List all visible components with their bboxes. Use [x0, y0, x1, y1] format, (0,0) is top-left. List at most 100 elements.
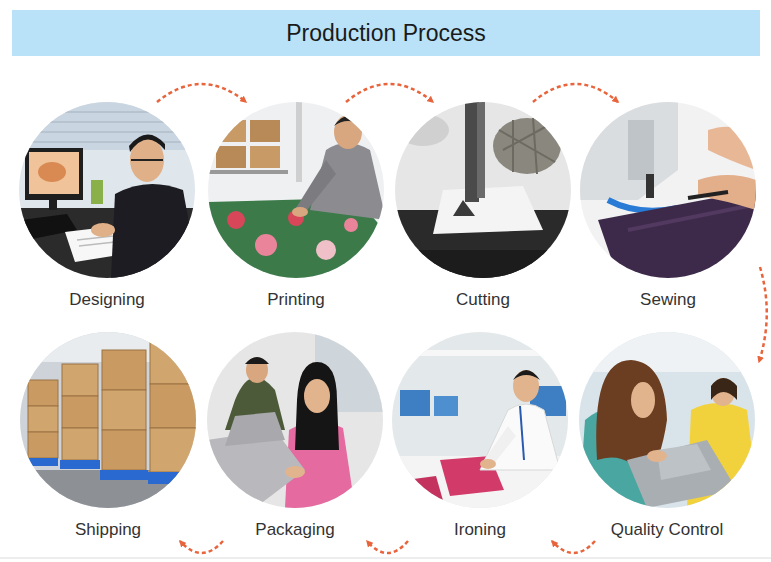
shipping-photo-part: [150, 428, 200, 472]
printing-photo-part: [296, 102, 302, 182]
sewing-photo-part: [628, 120, 654, 180]
ironing-photo-part: [513, 370, 539, 402]
designing-photo-part: [91, 180, 103, 204]
designing-photo-part: [49, 200, 57, 210]
designing-photo-part: [29, 152, 79, 194]
printing-photo: [208, 102, 386, 278]
ironing-photo-part: [480, 404, 560, 470]
quality-control-photo-part: [647, 450, 667, 462]
shipping-photo: [20, 332, 200, 508]
process-step: Quality Control: [575, 332, 759, 541]
printing-photo-part: [334, 115, 362, 149]
shipping-photo-part: [148, 472, 200, 484]
cutting-photo-part: [397, 114, 449, 146]
ironing-photo-part: [440, 456, 504, 496]
printing-photo-part: [296, 160, 336, 214]
ironing-photo-part: [480, 459, 496, 469]
designing-photo-part: [111, 184, 199, 278]
packaging-photo-part: [285, 466, 305, 478]
cutting-photo-part: [433, 186, 543, 234]
designing-photo-part: [131, 159, 163, 161]
flow-arrow: [346, 84, 433, 102]
packaging-photo-part: [245, 357, 269, 364]
quality-control-photo-part: [627, 440, 737, 508]
designing-photo-part: [91, 223, 115, 237]
packaging-photo: [207, 332, 383, 508]
cutting-photo-part: [395, 102, 571, 278]
bottom-rule: [0, 558, 771, 559]
printing-photo-part: [216, 146, 246, 168]
sewing-photo-part: [580, 102, 756, 278]
flow-arrow: [367, 541, 408, 553]
shipping-photo-part: [102, 350, 146, 390]
process-step: Packaging: [203, 332, 387, 541]
ironing-photo-part: [520, 406, 524, 460]
printing-photo-part: [334, 116, 362, 126]
process-step: Sewing: [576, 102, 760, 311]
printing-photo-part: [216, 120, 246, 142]
printing-photo-part: [208, 170, 288, 174]
ironing-photo-part: [513, 370, 540, 380]
printing-photo-part: [227, 211, 245, 229]
sewing-photo: [580, 102, 756, 278]
printing-photo-part: [255, 234, 277, 256]
printing-photo-part: [250, 120, 280, 142]
designing-photo-part: [129, 134, 165, 152]
sewing-photo-part: [628, 206, 748, 230]
photo-circle-area: [207, 332, 383, 508]
cutting-photo-part: [477, 102, 485, 198]
quality-control-photo-part: [579, 332, 755, 372]
printing-photo-part: [316, 240, 336, 260]
photo-circle-area: [580, 102, 756, 278]
packaging-photo-part: [207, 332, 383, 508]
quality-control-photo-part: [579, 332, 759, 508]
title: Production Process: [286, 10, 485, 56]
packaging-photo-part: [225, 412, 285, 446]
quality-control-photo: [579, 332, 759, 508]
step-label: Cutting: [391, 289, 575, 311]
shipping-photo-part: [60, 460, 100, 469]
designing-photo: [19, 102, 199, 280]
shipping-photo-part: [28, 432, 58, 458]
flow-arrow: [180, 541, 223, 553]
photo-circle-area: [19, 102, 195, 278]
packaging-photo-part: [295, 362, 339, 450]
sewing-photo-part: [708, 127, 756, 170]
ironing-photo-part: [392, 332, 568, 508]
photo-circle-area: [208, 102, 384, 278]
packaging-photo-part: [246, 357, 268, 383]
title-band: Production Process: [12, 10, 760, 56]
photo-circle-area: [395, 102, 571, 278]
ironing-photo-part: [406, 476, 444, 508]
step-label: Packaging: [203, 519, 387, 541]
cutting-photo-part: [395, 102, 571, 278]
step-label: Ironing: [388, 519, 572, 541]
quality-control-photo-part: [657, 444, 711, 480]
packaging-photo-part: [207, 332, 383, 508]
process-step: Cutting: [391, 102, 575, 311]
shipping-photo-part: [62, 428, 98, 460]
photo-circle-area: [392, 332, 568, 508]
process-step: Shipping: [16, 332, 200, 541]
shipping-photo-part: [62, 364, 98, 396]
printing-photo-part: [250, 146, 280, 168]
cutting-photo-part: [499, 118, 555, 174]
sewing-photo-part: [580, 102, 678, 200]
ironing-photo: [392, 332, 568, 508]
process-step: Printing: [204, 102, 388, 311]
designing-photo-part: [38, 162, 66, 182]
ironing-photo-part: [434, 396, 458, 416]
shipping-photo-part: [20, 332, 200, 508]
step-label: Quality Control: [575, 519, 759, 541]
quality-control-photo-part: [631, 382, 655, 418]
photo-circle-area: [579, 332, 755, 508]
shipping-photo-part: [102, 390, 146, 430]
sewing-photo-part: [646, 174, 654, 198]
shipping-photo-part: [102, 430, 146, 470]
sewing-photo-part: [580, 102, 756, 278]
process-step: Ironing: [388, 332, 572, 541]
shipping-photo-part: [62, 396, 98, 428]
shipping-photo-part: [24, 458, 58, 466]
step-label: Shipping: [16, 519, 200, 541]
shipping-photo-part: [28, 380, 58, 406]
